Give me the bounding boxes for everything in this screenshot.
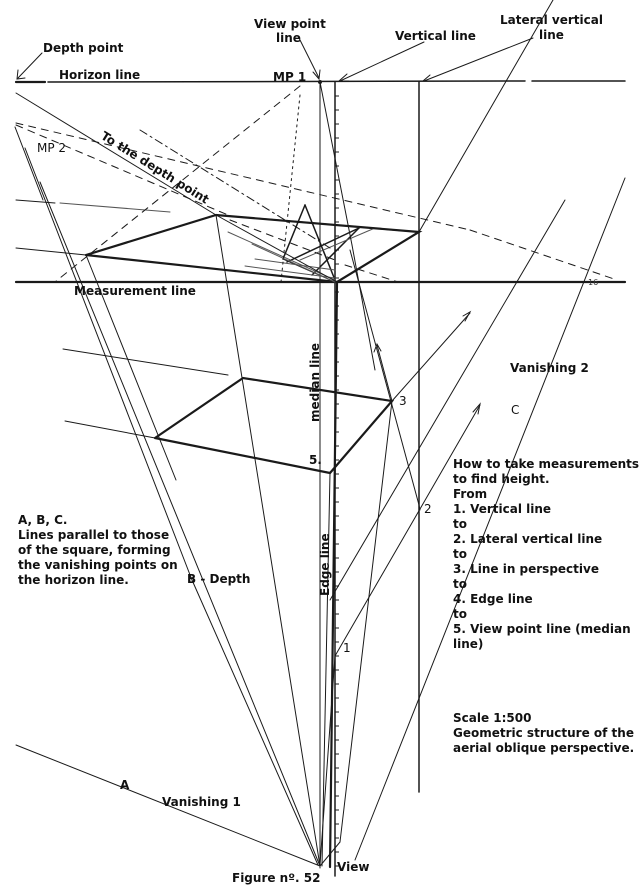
scale-note: Scale 1:500 Geometric structure of the a… <box>453 711 638 755</box>
depth-point-label: Depth point <box>43 41 124 55</box>
point-5-label: 5. <box>309 453 322 467</box>
point-a-label: A <box>120 778 130 792</box>
vertical-line-ticks <box>335 95 339 867</box>
mp1-label: MP 1 <box>273 70 306 84</box>
figure-label: Figure nº. 52 <box>232 871 320 885</box>
callout-arrows <box>16 35 534 415</box>
mp2-label: MP 2 <box>37 141 66 155</box>
abc-note-line: Lines parallel to those <box>18 528 169 542</box>
view-point-line-label-2: line <box>276 31 301 45</box>
measure-note-line: 4. Edge line <box>453 592 533 606</box>
inner-construction <box>227 204 376 283</box>
measure-note-line: to find height. <box>453 472 550 486</box>
abc-note-line: the vanishing points on <box>18 558 178 572</box>
vanishing-1-label: Vanishing 1 <box>162 795 241 809</box>
measure-note-line: From <box>453 487 487 501</box>
scale-note-line: Geometric structure of the <box>453 726 634 740</box>
lateral-vertical-line-label-2: line <box>539 28 564 42</box>
point-3-label: 3 <box>399 394 407 408</box>
point-1-label: 1 <box>343 641 351 655</box>
lateral-vertical-line-label-1: Lateral vertical <box>500 13 603 27</box>
abc-note-line: A, B, C. <box>18 513 68 527</box>
median-line-label: median line <box>308 343 322 422</box>
view-point-line-label-1: View point <box>254 17 326 31</box>
measure-note-line: to <box>453 577 467 591</box>
view-label: View <box>337 860 369 874</box>
measure-note-line: 3. Line in perspective <box>453 562 599 576</box>
edge-line-label: Edge line <box>318 533 332 596</box>
angle-value-label: 16 <box>588 278 598 287</box>
b-depth-label: B - Depth <box>187 572 250 586</box>
vanishing-2-label: Vanishing 2 <box>510 361 589 375</box>
horizon-line <box>14 80 626 84</box>
measure-note-line: to <box>453 517 467 531</box>
abc-note: A, B, C. Lines parallel to those of the … <box>18 513 182 587</box>
scale-note-line: Scale 1:500 <box>453 711 531 725</box>
measure-note-line: How to take measurements <box>453 457 639 471</box>
measure-note: How to take measurements to find height.… <box>453 457 640 651</box>
vertical-line-label: Vertical line <box>395 29 476 43</box>
lower-square <box>153 376 395 475</box>
measure-note-line: line) <box>453 637 483 651</box>
point-c-label: C <box>511 403 519 417</box>
scale-note-line: aerial oblique perspective. <box>453 741 634 755</box>
construction-lines <box>14 0 626 867</box>
abc-note-line: the horizon line. <box>18 573 129 587</box>
dashed-lines <box>15 85 618 283</box>
upper-square <box>84 213 423 284</box>
horizon-line-label: Horizon line <box>59 68 140 82</box>
measure-note-line: 5. View point line (median <box>453 622 631 636</box>
measurement-line-label: Measurement line <box>74 284 196 298</box>
point-2-label: 2 <box>424 502 432 516</box>
measure-note-line: 1. Vertical line <box>453 502 551 516</box>
abc-note-line: of the square, forming <box>18 543 171 557</box>
measure-note-line: to <box>453 607 467 621</box>
edge-line <box>328 281 339 869</box>
measure-note-line: to <box>453 547 467 561</box>
measure-note-line: 2. Lateral vertical line <box>453 532 602 546</box>
